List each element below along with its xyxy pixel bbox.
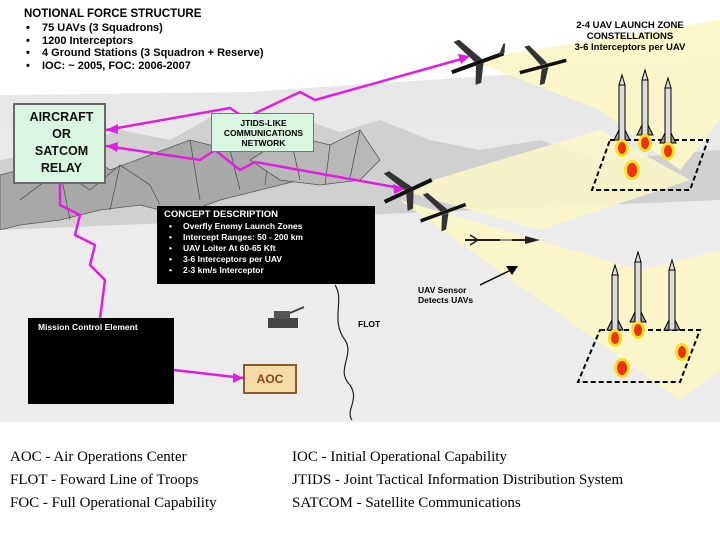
mission-control-box: Mission Control Element <box>28 318 174 404</box>
uav-middle-right <box>419 192 467 232</box>
aoc-box: AOC <box>243 364 297 394</box>
glossary-right: IOC - Initial Operational Capability JTI… <box>292 448 623 517</box>
jtids-line: COMMUNICATIONS <box>223 128 304 138</box>
force-structure-list: 75 UAVs (3 Squadrons) 1200 Interceptors … <box>42 22 264 72</box>
uav-upper-left <box>451 39 506 85</box>
glossary-entry: SATCOM - Satellite Communications <box>292 495 521 511</box>
glossary-entry: JTIDS - Joint Tactical Information Distr… <box>292 472 624 488</box>
concept-item: 2-3 km/s Interceptor <box>183 265 303 276</box>
relay-line: AIRCRAFT <box>29 110 94 124</box>
force-structure-item: 4 Ground Stations (3 Squadron + Reserve) <box>42 47 264 60</box>
jtids-line: JTIDS-LIKE <box>240 118 287 128</box>
glossary-entry: FOC - Full Operational Capability <box>10 495 217 511</box>
sensor-line: UAV Sensor <box>418 285 467 295</box>
concept-title: CONCEPT DESCRIPTION <box>164 209 279 220</box>
relay-line: SATCOM <box>34 144 89 158</box>
concept-item: Intercept Ranges: 50 - 200 km <box>183 232 303 243</box>
force-structure-item: 1200 Interceptors <box>42 35 264 48</box>
concept-item: Overfly Enemy Launch Zones <box>183 221 303 232</box>
ground-vehicle <box>268 306 305 328</box>
sensor-beams <box>400 20 720 400</box>
jtids-box: JTIDS-LIKE COMMUNICATIONS NETWORK <box>211 113 314 152</box>
launch-zone-line: 2-4 UAV LAUNCH ZONE <box>576 20 684 31</box>
launch-zone-line: 3-6 Interceptors per UAV <box>574 42 686 53</box>
glossary-entry: AOC - Air Operations Center <box>10 449 187 465</box>
relay-line: OR <box>52 127 71 141</box>
aoc-label: AOC <box>256 372 284 386</box>
sensor-arrow <box>479 267 516 286</box>
force-structure-title: NOTIONAL FORCE STRUCTURE <box>24 8 202 20</box>
launch-zone-heading: 2-4 UAV LAUNCH ZONE CONSTELLATIONS 3-6 I… <box>540 20 720 53</box>
mission-control-title: Mission Control Element <box>38 322 138 332</box>
relay-label: AIRCRAFT OR SATCOM RELAY <box>15 109 108 177</box>
interceptor-in-flight <box>465 234 540 246</box>
jtids-label: JTIDS-LIKE COMMUNICATIONS NETWORK <box>212 118 315 148</box>
sensor-line: Detects UAVs <box>418 295 474 305</box>
concept-description-box: CONCEPT DESCRIPTION Overfly Enemy Launch… <box>157 206 375 284</box>
launch-zone-line: CONSTELLATIONS <box>586 31 674 42</box>
concept-item: UAV Loiter At 60-65 Kft <box>183 243 303 254</box>
force-structure-item: IOC: ~ 2005, FOC: 2006-2007 <box>42 60 264 73</box>
flot-label: FLOT <box>358 319 381 329</box>
sensor-arrowhead <box>506 266 518 275</box>
uav-middle-left <box>383 171 433 211</box>
relay-line: RELAY <box>40 161 83 175</box>
sensor-label: UAV Sensor Detects UAVs <box>418 285 473 305</box>
glossary-left: AOC - Air Operations Center FLOT - Fowar… <box>10 448 217 517</box>
communication-links <box>58 56 466 380</box>
interceptor-group-upper <box>613 68 677 180</box>
force-structure-item: 75 UAVs (3 Squadrons) <box>42 22 264 35</box>
interceptor-group-lower <box>606 250 689 378</box>
launch-zone-upper <box>590 139 710 191</box>
uav-upper-right <box>519 45 567 86</box>
relay-box: AIRCRAFT OR SATCOM RELAY <box>13 103 106 184</box>
link-arrowheads <box>106 54 470 383</box>
concept-list: Overfly Enemy Launch Zones Intercept Ran… <box>183 221 303 276</box>
glossary-entry: FLOT - Foward Line of Troops <box>10 472 199 488</box>
jtids-line: NETWORK <box>241 138 286 148</box>
concept-item: 3-6 Interceptors per UAV <box>183 254 303 265</box>
glossary-entry: IOC - Initial Operational Capability <box>292 449 507 465</box>
